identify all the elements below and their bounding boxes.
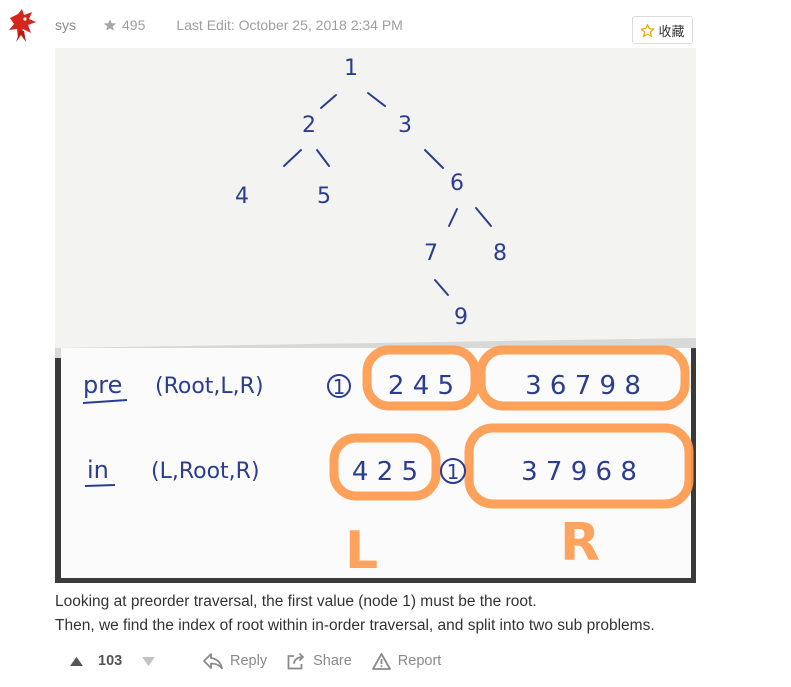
post-actions: 103 Reply Share Report [70,650,441,672]
in-right-highlight [464,423,694,509]
in-order-rule: (L,Root,R) [151,459,260,484]
in-label: in [87,456,109,484]
post-description: Looking at preorder traversal, the first… [55,590,655,638]
post-header: sys 495 Last Edit: October 25, 2018 2:34… [55,15,403,35]
share-icon [287,652,304,669]
tree-traversal-photo: 1 2 3 4 5 6 7 8 9 pre (Root,L,R) 1 2 4 5… [55,48,696,583]
reputation: 495 [103,17,145,33]
star-outline-icon [641,23,655,37]
vote-count: 103 [98,653,123,669]
in-right: 3 7 9 6 8 [521,457,637,487]
tree-node: 8 [493,241,507,266]
last-edit-timestamp: Last Edit: October 25, 2018 2:34 PM [176,17,403,33]
downvote-button[interactable] [142,656,155,666]
tree-node: 1 [344,56,358,81]
description-line: Looking at preorder traversal, the first… [55,593,537,610]
favorite-button[interactable]: 收藏 [632,16,693,44]
in-left-highlight [329,433,441,501]
star-icon [103,19,117,31]
tree-node: 2 [302,113,316,138]
left-subtree-mark: L [345,521,378,581]
description-line: Then, we find the index of root within i… [55,617,655,634]
favorite-label: 收藏 [658,23,685,39]
paper-top [55,48,696,358]
right-subtree-mark: R [560,513,600,573]
pre-order-rule: (Root,L,R) [155,374,264,399]
pre-left-highlight [362,345,480,411]
tree-node: 9 [454,305,468,330]
reputation-value: 495 [122,17,146,33]
tree-node: 7 [424,241,438,266]
avatar[interactable] [6,8,40,44]
tree-node: 3 [398,113,412,138]
upvote-button[interactable] [70,656,83,666]
tree-node: 4 [235,184,249,209]
in-root: 1 [447,460,460,484]
reply-button[interactable]: Reply [203,653,267,669]
tree-node: 5 [317,184,331,209]
reply-label: Reply [230,653,268,669]
tree-node: 6 [450,171,464,196]
warning-icon [371,652,391,670]
pre-right: 3 6 7 9 8 [525,371,641,401]
report-button[interactable]: Report [371,652,442,670]
pre-right-highlight [476,345,690,411]
reply-icon [203,653,223,669]
in-left: 4 2 5 [352,457,418,487]
share-label: Share [313,653,352,669]
share-button[interactable]: Share [287,652,352,670]
triangle-up-icon [70,656,83,666]
pre-label: pre [83,371,122,399]
paper-card [61,348,691,578]
triangle-down-icon [142,656,155,666]
report-label: Report [397,653,442,669]
pre-left: 2 4 5 [388,371,454,401]
author-name[interactable]: sys [55,17,76,33]
pre-root: 1 [333,375,346,399]
